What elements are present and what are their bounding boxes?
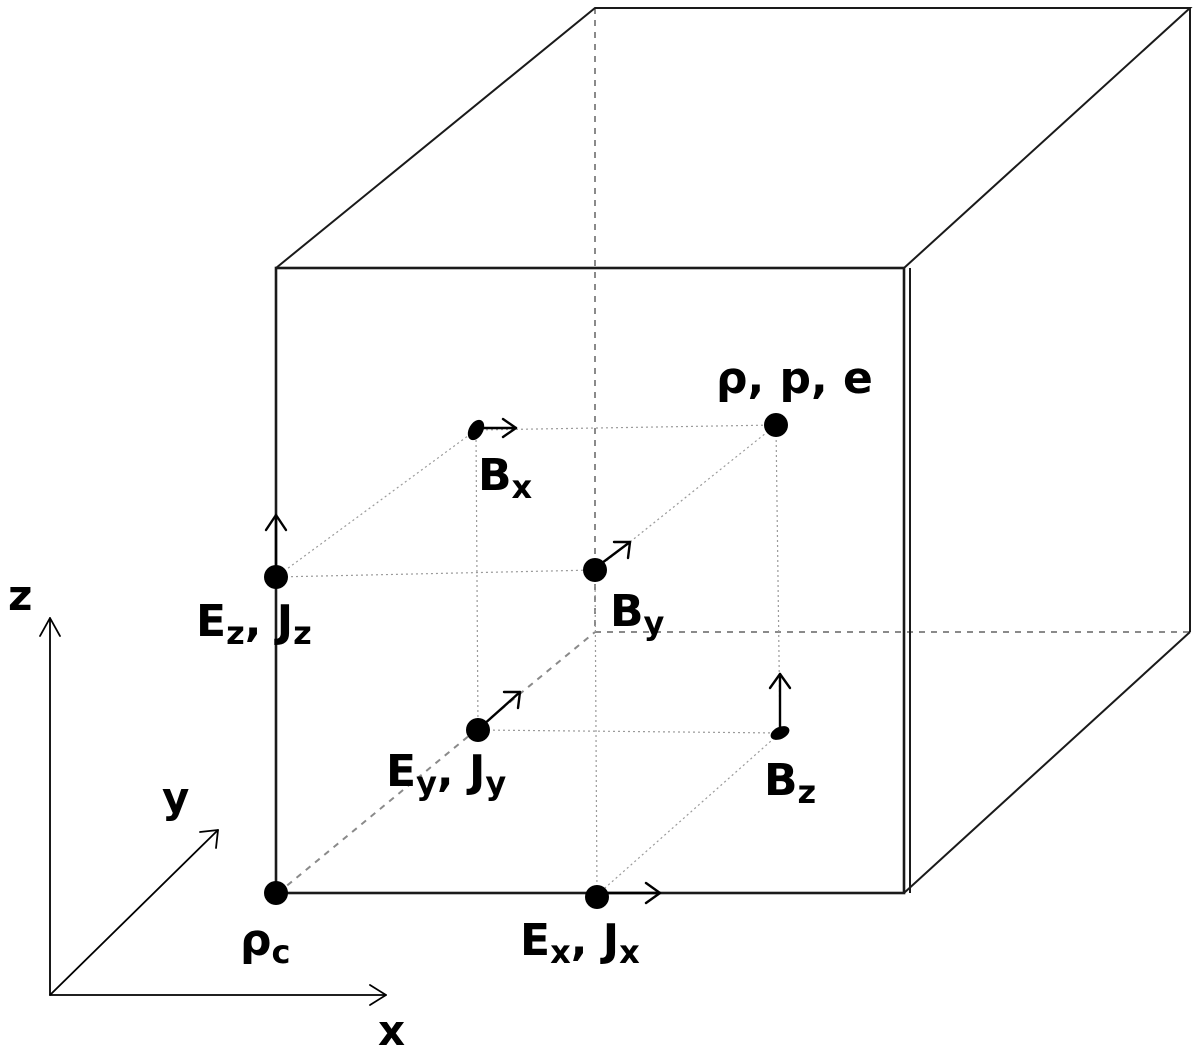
bz-label: Bz — [764, 755, 816, 811]
ex-jx-label: Ex, Jx — [520, 915, 640, 971]
by-label: By — [610, 586, 665, 642]
ey-jy-label: Ey, Jy — [386, 746, 506, 802]
hidden-edges — [277, 8, 1190, 894]
x-axis-arrowhead — [369, 984, 387, 1006]
rho-c-dot — [264, 881, 288, 905]
by-arrow — [596, 540, 632, 568]
z-axis-label: z — [8, 571, 32, 620]
ez-arrowhead — [264, 513, 288, 532]
ex-arrowhead — [644, 881, 662, 905]
ex-dot — [585, 885, 609, 909]
y-axis-label: y — [162, 773, 189, 822]
rho-p-e-dot — [764, 413, 788, 437]
by-arrowhead — [612, 540, 632, 560]
rho-c-label: ρc — [240, 915, 290, 971]
inner-cell-lines — [275, 424, 781, 896]
y-axis-arrowhead — [199, 829, 219, 849]
z-axis-arrowhead — [39, 617, 61, 637]
ey-arrowhead — [502, 690, 522, 710]
bz-face-dot — [770, 726, 790, 740]
cube-right-bottom-edge — [903, 631, 1191, 894]
rho-p-e-label: ρ, p, e — [716, 353, 873, 404]
cube-top-face — [275, 7, 1193, 269]
field-markers — [264, 413, 792, 909]
bx-label: Bx — [478, 450, 533, 506]
x-axis-label: x — [378, 1006, 405, 1055]
coordinate-axes — [39, 617, 387, 1006]
ey-arrow — [480, 690, 522, 728]
y-axis — [49, 829, 219, 996]
bz-arrowhead — [768, 672, 792, 690]
bx-face-dot — [467, 419, 485, 441]
ez-jz-label: Ez, Jz — [196, 596, 312, 652]
bx-arrowhead — [501, 417, 518, 439]
hidden-depth-edge — [277, 631, 596, 894]
labels: z y x ρ, p, e Bx By Bz Ez, Jz Ey, Jy Ex,… — [8, 353, 873, 1055]
